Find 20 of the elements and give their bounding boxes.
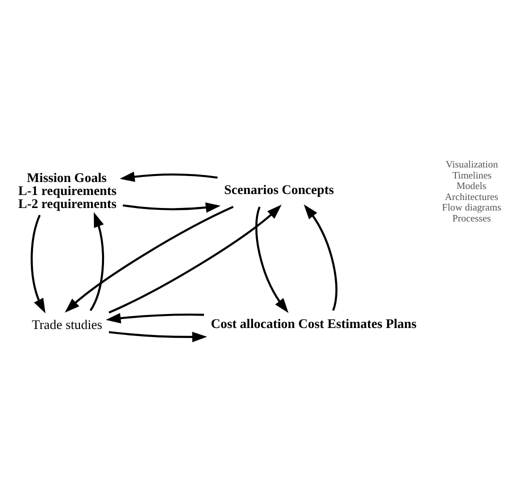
arrow [122, 202, 221, 213]
label: Visualization [446, 160, 498, 171]
label: Architectures [444, 192, 498, 203]
label: Processes [452, 213, 491, 224]
arrow [304, 204, 338, 311]
arrow [255, 206, 289, 313]
arrow [90, 212, 104, 312]
arrow [120, 172, 218, 182]
node-text: Mission Goals L-1 requirements L-2 requirements [18, 170, 117, 212]
node-text: Trade studies [32, 316, 102, 332]
arrow [30, 214, 46, 314]
arrow [108, 331, 208, 342]
label: Models [456, 181, 486, 192]
label: Timelines [452, 170, 492, 182]
arrow [64, 206, 234, 313]
arrow [108, 204, 282, 314]
label: Flow diagrams [442, 202, 502, 214]
arrow [106, 313, 204, 324]
node-text: Cost allocation Cost Estimates Plans [210, 316, 417, 332]
node-text: Scenarios Concepts [224, 182, 334, 198]
